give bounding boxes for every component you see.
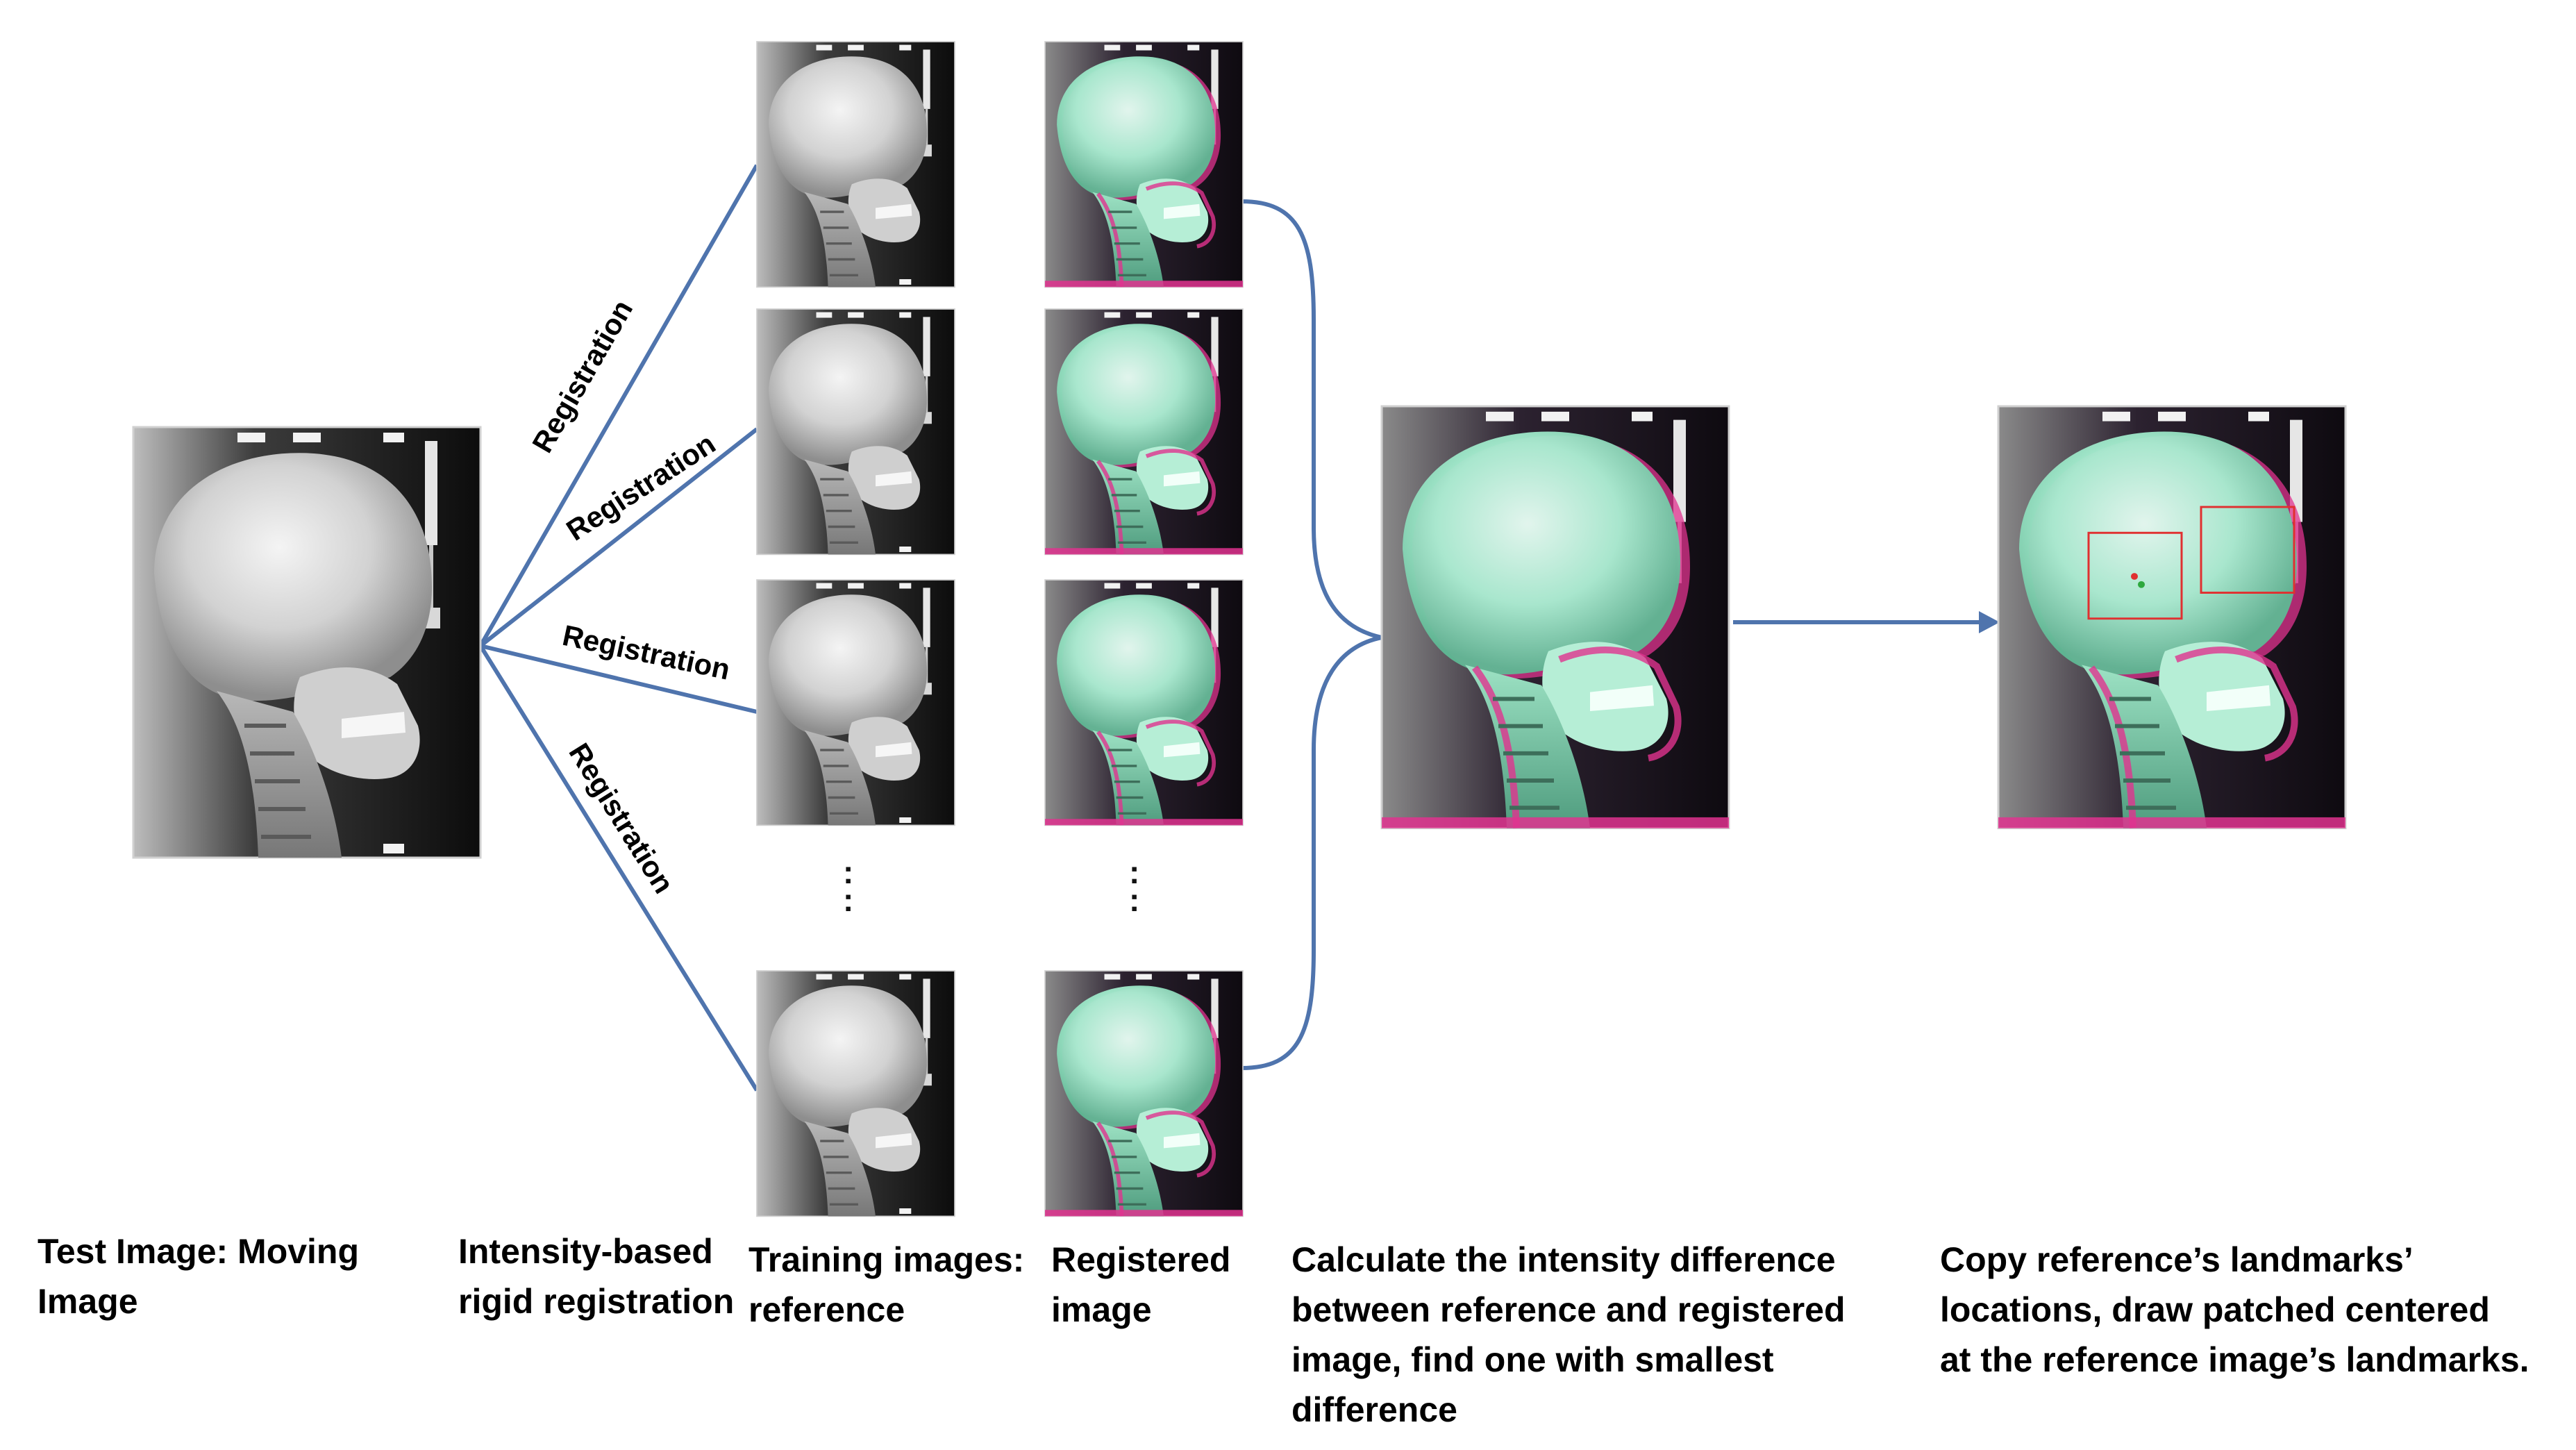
xray-skull-registered-overlay-icon xyxy=(1045,42,1243,287)
xray-skull-training-icon xyxy=(755,969,956,1218)
ellipsis-training: : xyxy=(843,854,853,890)
xray-skull-training-icon xyxy=(755,40,956,289)
xray-skull-registered-overlay-icon xyxy=(1045,580,1243,825)
result-arrow xyxy=(1733,611,2000,633)
fan-line-3 xyxy=(480,644,758,714)
registration-fan-lines xyxy=(478,164,759,1092)
merge-curve-bottom xyxy=(1241,635,1382,1070)
xray-skull-best-match-icon xyxy=(1382,406,1729,828)
caption-difference-line-2: between reference and registered xyxy=(1291,1290,1846,1329)
xray-skull-registered-overlay-icon xyxy=(1045,309,1243,554)
caption-registration-method-line-1: Intensity-based xyxy=(458,1232,713,1271)
caption-training-images-line-1: Training images: xyxy=(748,1240,1025,1279)
xray-skull-training-icon xyxy=(755,578,956,827)
caption-training-images-line-2: reference xyxy=(748,1290,905,1329)
fan-line-2 xyxy=(479,427,758,648)
registration-label-3: Registration xyxy=(560,619,733,686)
landmark-point-red xyxy=(2131,573,2138,580)
arrow-head xyxy=(1979,611,2000,633)
caption-difference-line-1: Calculate the intensity difference xyxy=(1291,1240,1836,1279)
xray-skull-test-icon xyxy=(133,427,480,858)
caption-registration-method: Intensity-based rigid registration xyxy=(458,1226,734,1326)
caption-copy-landmarks-line-2: locations, draw patched centered xyxy=(1940,1290,2490,1329)
caption-registration-method-line-2: rigid registration xyxy=(458,1282,735,1321)
landmark-patch-2 xyxy=(2200,506,2295,594)
caption-difference: Calculate the intensity difference betwe… xyxy=(1291,1235,1846,1435)
xray-skull-registered-overlay-icon xyxy=(1045,971,1243,1216)
merge-bracket xyxy=(1241,199,1382,1070)
caption-copy-landmarks-line-1: Copy reference’s landmarks’ xyxy=(1940,1240,2414,1279)
caption-difference-line-4: difference xyxy=(1291,1390,1457,1429)
caption-registered-image-line-1: Registered xyxy=(1051,1240,1231,1279)
caption-test-image-line-2: Image xyxy=(37,1282,138,1321)
ellipsis-registered: : xyxy=(1129,854,1139,890)
fan-line-4 xyxy=(478,644,759,1092)
caption-registered-image: Registered image xyxy=(1051,1235,1230,1335)
caption-training-images: Training images: reference xyxy=(748,1235,1024,1335)
caption-copy-landmarks: Copy reference’s landmarks’ locations, d… xyxy=(1940,1235,2529,1385)
ellipsis-registered-lower: : xyxy=(1129,882,1139,918)
caption-copy-landmarks-line-3: at the reference image’s landmarks. xyxy=(1940,1340,2529,1379)
caption-registered-image-line-2: image xyxy=(1051,1290,1152,1329)
registration-label-1: Registration xyxy=(526,294,639,458)
xray-skull-landmarks-icon xyxy=(1998,406,2345,828)
merge-curve-top xyxy=(1241,199,1382,640)
xray-skull-training-icon xyxy=(755,308,956,556)
caption-difference-line-3: image, find one with smallest xyxy=(1291,1340,1774,1379)
fan-line-1 xyxy=(478,164,759,647)
ellipsis-training-lower: : xyxy=(843,882,853,918)
landmark-patch-1 xyxy=(2087,531,2183,620)
landmark-point-green xyxy=(2138,581,2145,588)
caption-test-image: Test Image: Moving Image xyxy=(37,1226,359,1326)
registration-label-2: Registration xyxy=(560,427,721,547)
caption-test-image-line-1: Test Image: Moving xyxy=(37,1232,360,1271)
